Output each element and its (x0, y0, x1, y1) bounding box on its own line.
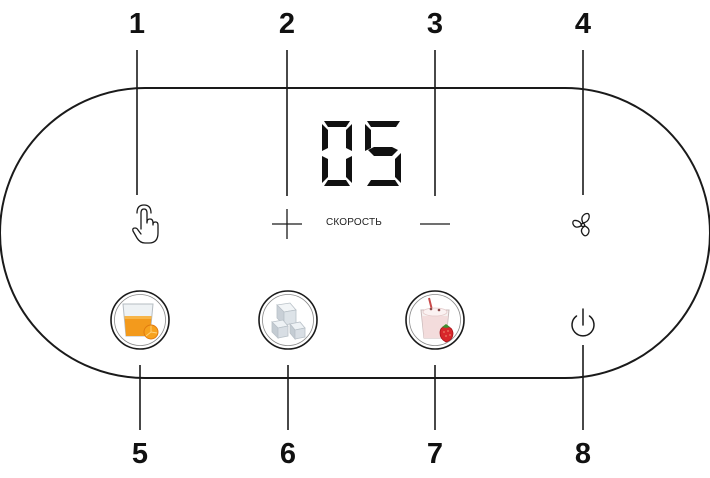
callout-number-6: 6 (268, 438, 308, 470)
orange-juice-button[interactable] (111, 291, 169, 349)
callout-number-2: 2 (267, 8, 307, 40)
callout-number-4: 4 (563, 8, 603, 40)
callout-number-7: 7 (415, 438, 455, 470)
callout-number-3: 3 (415, 8, 455, 40)
callout-number-8: 8 (563, 438, 603, 470)
callout-number-5: 5 (120, 438, 160, 470)
callout-number-1: 1 (117, 8, 157, 40)
ice-button[interactable] (259, 291, 317, 349)
smoothie-button[interactable] (406, 291, 464, 349)
panel-outline (0, 88, 710, 378)
speed-label: СКОРОСТЬ (313, 217, 395, 228)
